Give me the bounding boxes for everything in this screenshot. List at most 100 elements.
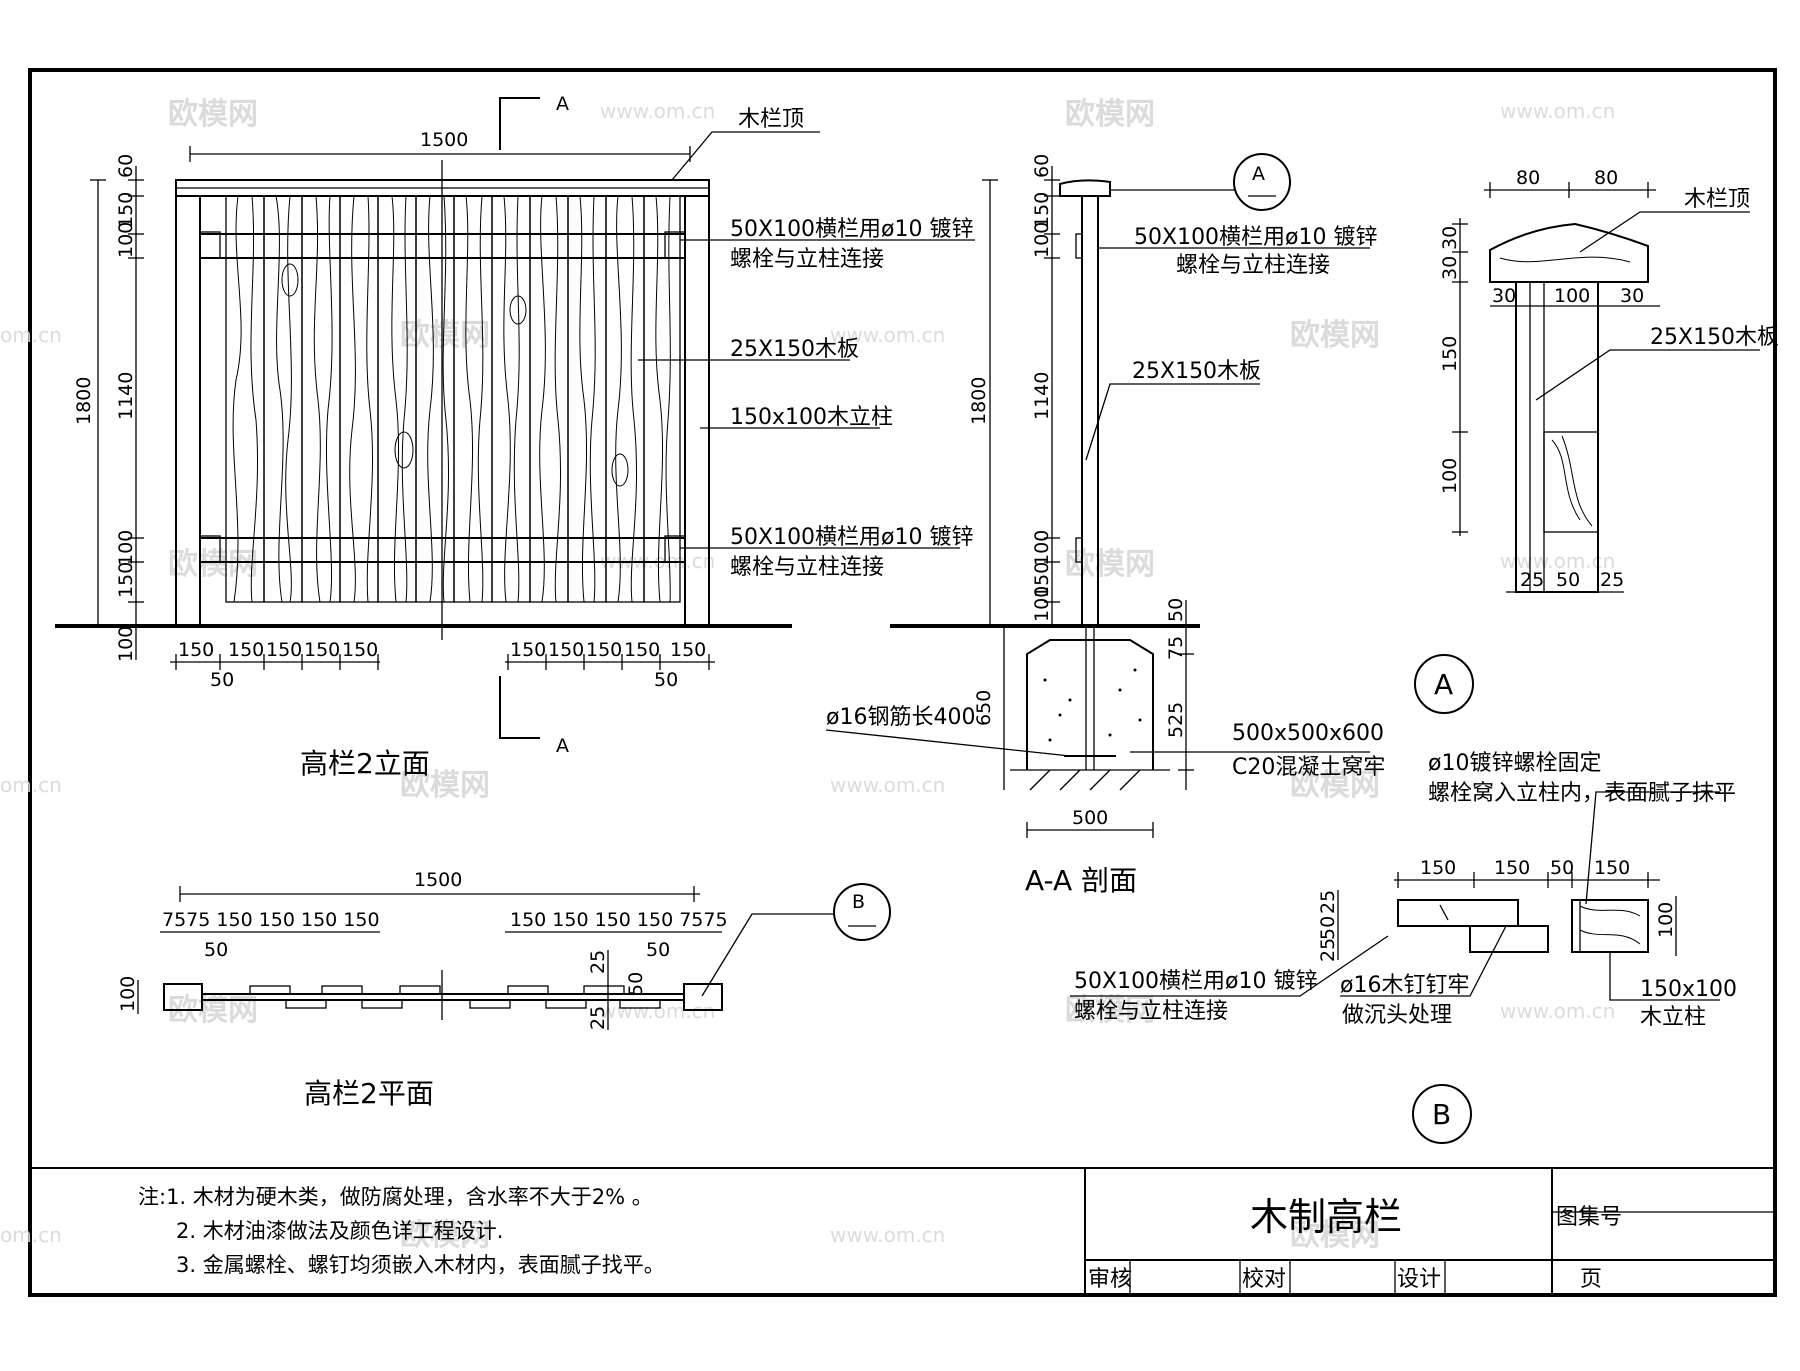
detail-b-label-bolt-1: ø10镀锌螺栓固定 [1428,751,1601,776]
elevation-title: 高栏2立面 [300,747,430,780]
svg-text:欧模网: 欧模网 [168,97,258,132]
dim-br-4: 150 [670,639,706,661]
section-label-rail-2: 螺栓与立柱连接 [1176,253,1330,278]
detail-b-dim-v-2: 25 [1317,938,1339,962]
section-dim-v-2: 100 [1031,222,1053,258]
detail-b-dim-top-3: 150 [1594,857,1630,879]
detail-a-dim-mid-1: 100 [1554,285,1590,307]
label-bottom-rail-2: 螺栓与立柱连接 [730,555,884,580]
titleblock-review-label: 审核 [1088,1267,1132,1292]
svg-text:www.om.cn: www.om.cn [1500,999,1615,1023]
detail-a: 80 80 木栏顶 30 30 150 100 30 100 30 25X150… [1414,167,1779,714]
watermark-layer: 欧模网 www.om.cn 欧模网 www.om.cn om.cn 欧模网 ww… [0,97,1615,1253]
detail-marker-a: A [1434,668,1453,701]
plan-dim-side-0: 25 [587,950,609,974]
label-top-rail-1: 50X100横栏用ø10 镀锌 [730,217,974,242]
detail-b-label-rail-2: 螺栓与立柱连接 [1074,999,1228,1024]
detail-a-dim-v-0: 30 [1439,226,1461,250]
label-bottom-rail-1: 50X100横栏用ø10 镀锌 [730,525,974,550]
plan-dim-left: 7575 150 150 150 150 [162,909,380,931]
detail-a-dim-v-1: 30 [1439,256,1461,280]
svg-text:欧模网: 欧模网 [400,318,490,353]
detail-a-dim-top-1: 80 [1594,167,1618,189]
concrete-dots [1043,668,1142,742]
section-dim-50: 50 [1165,598,1187,622]
dim-v-150a: 150 [115,192,137,228]
sheet-border [28,68,1777,1297]
plan-dim-right: 150 150 150 150 7575 [510,909,728,931]
svg-text:www.om.cn: www.om.cn [1500,99,1615,123]
section-dim-v-5: 150 [1031,562,1053,598]
detail-b-label-nail-2: 做沉头处理 [1342,1003,1452,1028]
detail-a-dim-mid-0: 30 [1492,285,1516,307]
svg-text:www.om.cn: www.om.cn [830,773,945,797]
elevation-view: A A 1500 木栏顶 50X100横栏用ø10 镀锌 螺栓与立柱连接 25X… [55,93,975,780]
plan-dim-height: 100 [117,976,139,1012]
dim-top-width: 1500 [420,129,468,151]
section-tick-group [1044,179,1060,603]
detail-b-dim-post: 100 [1655,902,1677,938]
svg-text:欧模网: 欧模网 [1065,547,1155,582]
svg-text:欧模网: 欧模网 [168,547,258,582]
detail-b-dim-v-0: 25 [1317,890,1339,914]
section-label-rail-1: 50X100横栏用ø10 镀锌 [1134,225,1378,250]
detail-b-dim-top-2: 50 [1550,857,1574,879]
svg-text:欧模网: 欧模网 [1290,1218,1380,1253]
svg-text:欧模网: 欧模网 [1065,97,1155,132]
plan-marker-b: B [852,891,865,913]
titleblock-check-label: 校对 [1242,1267,1286,1292]
dim-v-100c: 100 [115,626,137,662]
dim-br-3: 150 [624,639,660,661]
svg-text:om.cn: om.cn [0,323,62,347]
dim-br-2: 150 [586,639,622,661]
plan-title: 高栏2平面 [304,1077,434,1110]
dim-bl-3: 150 [304,639,340,661]
soil-hatch [1029,769,1141,791]
svg-text:om.cn: om.cn [0,773,62,797]
detail-a-dim-bottom-1: 50 [1556,569,1580,591]
dim-br-1: 150 [548,639,584,661]
dim-bl-4: 150 [342,639,378,661]
svg-text:www.om.cn: www.om.cn [830,323,945,347]
dim-v-1140: 1140 [115,372,137,420]
section-dim-v-6: 100 [1031,586,1053,622]
detail-b-label-post-1: 150x100 [1640,977,1737,1002]
section-dim-v-3: 1140 [1031,372,1053,420]
svg-text:欧模网: 欧模网 [1065,993,1155,1028]
section-circle-a: A [1252,163,1265,185]
svg-text:om.cn: om.cn [0,1223,62,1247]
note-line-3: 3. 金属螺栓、螺钉均须嵌入木材内，表面腻子找平。 [176,1253,665,1277]
detail-a-label-cap: 木栏顶 [1684,187,1750,212]
left-tick-group [128,179,144,627]
detail-a-dim-mid-2: 30 [1620,285,1644,307]
dim-v-100b: 100 [115,530,137,566]
detail-b-tick-group [1397,872,1649,888]
bottom-tick-group [175,654,710,670]
note-line-2: 2. 木材油漆做法及颜色详工程设计. [176,1219,503,1243]
dim-bl-0: 150 [178,639,214,661]
section-dim-v-1: 150 [1031,192,1053,228]
detail-marker-b: B [1432,1098,1451,1131]
titleblock-title: 木制高栏 [1250,1195,1402,1239]
label-post: 150x100木立柱 [730,405,893,430]
plan-dim-side-1: 50 [625,972,647,996]
section-label-footing-1: 500x500x600 [1232,721,1384,746]
section-dim-650: 650 [973,690,995,726]
section-dim-75: 75 [1165,636,1187,660]
plan-dim-left-sub: 50 [204,939,228,961]
svg-text:欧模网: 欧模网 [400,768,490,803]
plan-board-group [249,985,661,1009]
detail-b-dim-v-1: 50 [1317,916,1339,940]
section-mark-a-top: A [556,93,569,115]
note-line-1: 注:1. 木材为硬木类，做防腐处理，含水率不大于2% 。 [138,1185,653,1209]
detail-b-dim-top-1: 150 [1494,857,1530,879]
board-group [225,195,681,603]
section-title: A-A 剖面 [1025,864,1137,897]
titleblock-page-label: 页 [1580,1267,1602,1292]
label-board: 25X150木板 [730,337,859,362]
detail-b-dim-top-0: 150 [1420,857,1456,879]
section-dim-v-0: 60 [1031,154,1053,178]
dim-bl-sub: 50 [210,669,234,691]
svg-text:欧模网: 欧模网 [400,1218,490,1253]
section-dim-v-4: 100 [1031,530,1053,566]
